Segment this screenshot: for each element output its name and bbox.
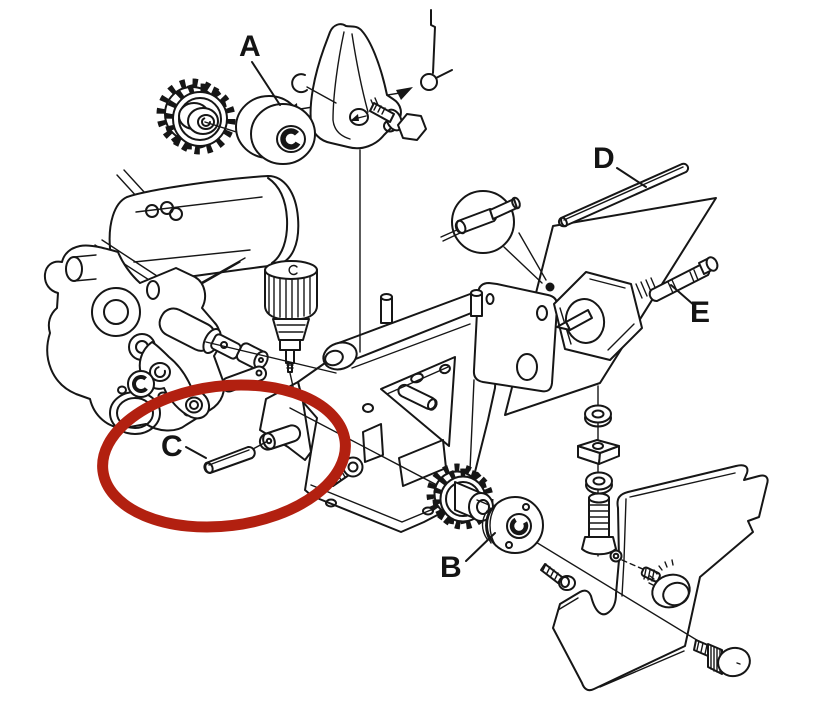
adjuster-nut-shaft bbox=[553, 256, 719, 361]
pivot-pin bbox=[203, 441, 267, 474]
pulley bbox=[481, 496, 544, 554]
small-nut bbox=[609, 549, 623, 563]
axis-line bbox=[205, 341, 337, 374]
callout-b: B bbox=[440, 551, 462, 584]
circlip-washer bbox=[127, 370, 155, 398]
leader-c bbox=[185, 446, 207, 459]
dashed-leader bbox=[621, 559, 646, 571]
pivot-roller bbox=[258, 424, 302, 451]
callout-e: E bbox=[690, 296, 710, 329]
motor-strap bbox=[94, 239, 246, 299]
washer bbox=[585, 471, 613, 495]
callout-a: A bbox=[239, 30, 261, 63]
spring-wire bbox=[420, 9, 453, 91]
callout-c: C bbox=[161, 430, 183, 463]
set-screw bbox=[540, 563, 576, 591]
callouts: A B C D E bbox=[161, 30, 710, 584]
frame-stud bbox=[470, 289, 483, 317]
guide-rod bbox=[557, 162, 690, 228]
drive-sprocket bbox=[156, 78, 236, 155]
tension-arm bbox=[309, 23, 402, 150]
fastener-column bbox=[577, 385, 646, 571]
leader-b bbox=[465, 532, 496, 562]
locating-dot bbox=[545, 282, 555, 292]
washer bbox=[584, 404, 612, 428]
knurled-adjuster bbox=[264, 260, 318, 392]
driven-sprocket bbox=[426, 463, 494, 530]
leader-d bbox=[616, 167, 647, 188]
leader-a bbox=[251, 61, 281, 106]
callout-d: D bbox=[593, 142, 615, 175]
spacer-roller bbox=[235, 95, 316, 165]
socket-bolt bbox=[581, 492, 617, 556]
arrow-right-icon bbox=[396, 87, 413, 100]
rail-end-boss bbox=[322, 341, 358, 371]
arrow-small-icon bbox=[350, 114, 359, 121]
clamp-block bbox=[577, 439, 620, 465]
hex-bolt bbox=[369, 102, 427, 141]
highlight-ellipse bbox=[97, 379, 351, 533]
frame-stud bbox=[380, 293, 393, 324]
motor-assembly bbox=[43, 169, 300, 435]
detail-balloon bbox=[440, 190, 555, 292]
thumb-knob-small bbox=[640, 559, 691, 609]
thumb-knob-large bbox=[693, 639, 751, 678]
c-clip bbox=[291, 73, 337, 104]
leader-e bbox=[670, 284, 696, 307]
